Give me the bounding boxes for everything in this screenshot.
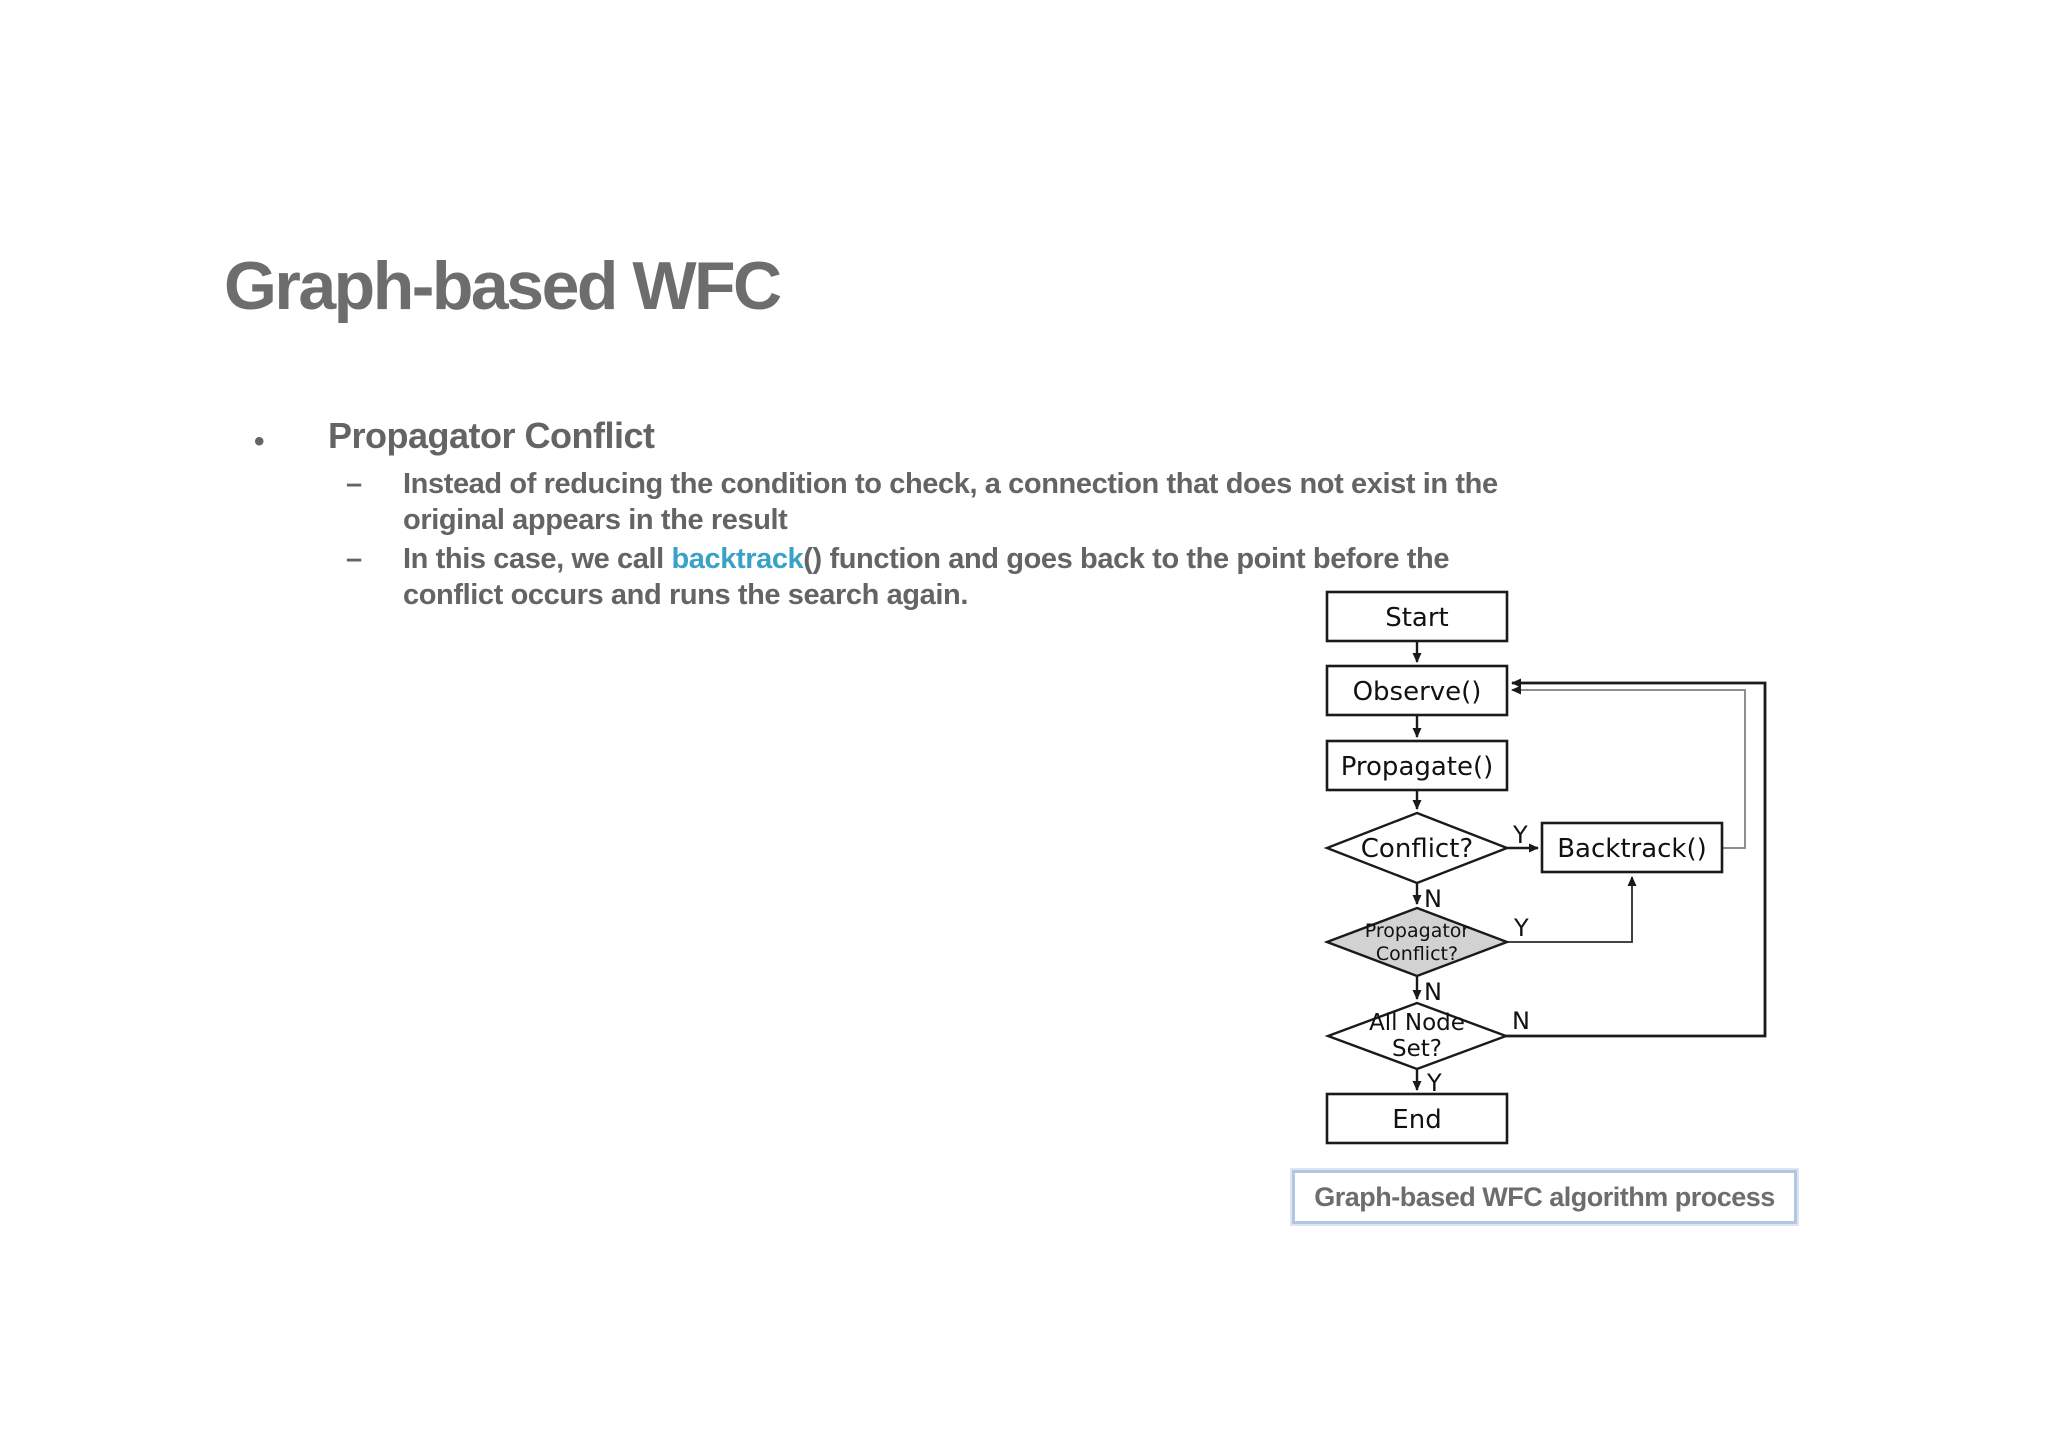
- node-all-node-set-label-line2: Set?: [1392, 1036, 1442, 1062]
- node-end: [1325, 1092, 1509, 1145]
- node-all-node-set-diamond: [1324, 1001, 1510, 1071]
- node-all-node-set-label-line1: All Node: [1369, 1010, 1465, 1036]
- bullet-heading: Propagator Conflict: [328, 415, 655, 456]
- node-propagate-label: Propagate(): [1341, 752, 1494, 782]
- node-observe-label: Observe(): [1353, 677, 1482, 707]
- backtrack-highlight-text: backtrack: [671, 543, 804, 575]
- node-propagate: [1325, 739, 1509, 792]
- edge-propconflict-backtrack: [1507, 876, 1637, 943]
- label-conflict-yes: Y: [1512, 821, 1528, 849]
- sub-bullet-1-line-2: original appears in the result: [403, 504, 788, 536]
- sub-bullet-2-line-2: conflict occurs and runs the search agai…: [403, 579, 968, 611]
- node-backtrack-label: Backtrack(): [1557, 834, 1707, 864]
- node-start-label: Start: [1385, 603, 1449, 633]
- label-propconflict-yes: Y: [1513, 914, 1529, 942]
- sub-bullet-2-text-post: () function and goes back to the point b…: [803, 543, 1450, 575]
- sub-bullet-dash-1: –: [346, 468, 363, 500]
- node-observe: [1325, 664, 1509, 717]
- flowchart-caption-box: Graph-based WFC algorithm process: [1290, 1168, 1799, 1226]
- sub-bullet-2-line-1: In this case, we call backtrack() functi…: [403, 541, 1449, 577]
- flowchart-caption-text: Graph-based WFC algorithm process: [1314, 1181, 1775, 1212]
- page-title: Graph-based WFC: [224, 248, 782, 324]
- node-propagator-conflict-label-line2: Conflict?: [1376, 943, 1458, 965]
- node-backtrack: [1540, 821, 1724, 874]
- bullet-marker: •: [254, 425, 265, 458]
- label-conflict-no: N: [1424, 885, 1442, 913]
- node-conflict-diamond: [1323, 811, 1511, 885]
- edge-allnode-loop-observe: [1506, 678, 1767, 1038]
- node-end-label: End: [1392, 1105, 1441, 1135]
- node-start: [1325, 590, 1509, 643]
- sub-bullet-dash-2: –: [346, 543, 363, 575]
- node-propagator-conflict-diamond: [1323, 906, 1511, 978]
- sub-bullet-2-text-pre: In this case, we call: [403, 543, 672, 575]
- node-propagator-conflict-label-line1: Propagator: [1365, 920, 1470, 942]
- label-propconflict-no: N: [1424, 978, 1442, 1006]
- label-allnode-no: N: [1512, 1007, 1530, 1035]
- sub-bullet-1-line-1: Instead of reducing the condition to che…: [403, 468, 1498, 500]
- node-conflict-label: Conflict?: [1361, 834, 1473, 864]
- label-allnode-yes: Y: [1426, 1069, 1442, 1097]
- edge-backtrack-loop-observe: [1511, 685, 1746, 849]
